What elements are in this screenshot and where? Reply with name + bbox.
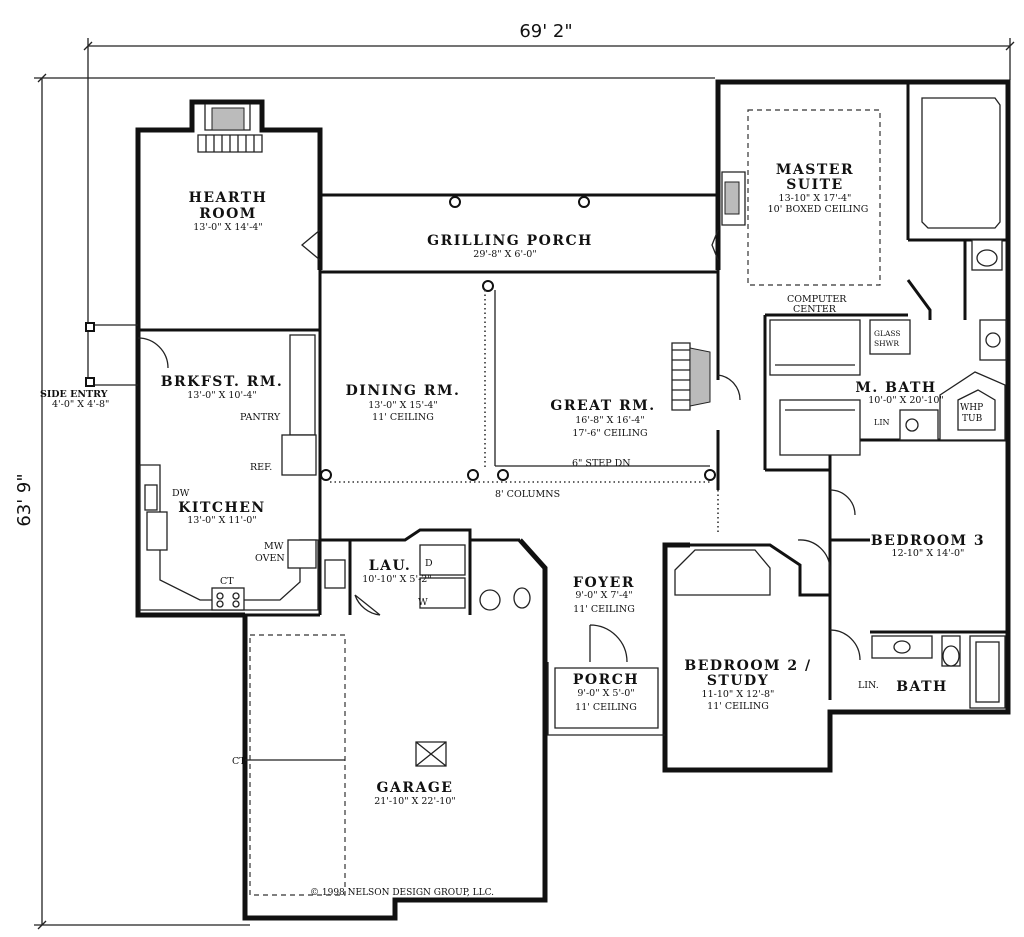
kitchen-counters — [139, 334, 319, 611]
room-labels: HEARTH ROOM 13'-0" X 14'-4" GRILLING POR… — [40, 162, 985, 807]
bedroom3-dims: 12-10" X 14'-0" — [892, 548, 965, 559]
width-dimension: 69' 2" — [519, 21, 572, 42]
glass-shower-label1: GLASS — [874, 329, 901, 338]
glass-shower-label2: SHWR — [874, 339, 899, 348]
side-entry-dims: 4'-0" X 4'-8" — [52, 399, 109, 410]
bedroom2-name2: STUDY — [707, 673, 769, 689]
hearth-room-dims: 13'-0" X 14'-4" — [193, 222, 262, 233]
whp-tub-label2: TUB — [962, 414, 983, 424]
bath-fixtures — [871, 635, 1006, 709]
foyer-name: FOYER — [573, 575, 635, 591]
exterior-walls — [85, 79, 1011, 921]
master-suite-name1: MASTER — [776, 162, 854, 178]
pantry-label: PANTRY — [240, 412, 281, 423]
porch-name: PORCH — [573, 672, 639, 688]
master-linen-label: LIN — [874, 418, 889, 427]
master-suite-name2: SUITE — [786, 177, 843, 193]
linen-label: LIN. — [858, 680, 879, 691]
porch-dims: 9'-0" X 5'-0" — [577, 688, 634, 699]
garage-dims: 21'-10" X 22'-10" — [374, 796, 456, 807]
doors — [137, 229, 861, 663]
great-room-ceiling: 17'-6" CEILING — [572, 428, 647, 439]
bedroom3-name: BEDROOM 3 — [871, 533, 985, 549]
laundry-fixtures — [324, 544, 531, 611]
porch-posts — [320, 196, 716, 481]
mw-label: MW — [264, 541, 284, 552]
grilling-porch-name: GRILLING PORCH — [427, 233, 593, 249]
step-label: 6" STEP DN — [572, 458, 631, 469]
dining-room-ceiling: 11' CEILING — [372, 412, 434, 423]
bath-name: BATH — [896, 679, 948, 695]
laundry-name: LAU. — [369, 558, 412, 574]
garage-ct-label: CT — [232, 756, 246, 767]
breakfast-room-name: BRKFST. RM. — [161, 374, 284, 390]
dining-room-dims: 13'-0" X 15'-4" — [368, 400, 437, 411]
columns-label: 8' COLUMNS — [495, 489, 560, 500]
great-room-name: GREAT RM. — [550, 398, 655, 414]
kitchen-dims: 13'-0" X 11'-0" — [187, 515, 256, 526]
foyer-dims: 9'-0" X 7'-4" — [575, 590, 632, 601]
copyright-text: © 1998 NELSON DESIGN GROUP, LLC. — [310, 888, 494, 898]
bed2-closet — [674, 549, 771, 596]
computer-center-label1: COMPUTER — [787, 294, 847, 305]
master-bath-fixtures — [869, 97, 1007, 441]
garage-details — [245, 634, 447, 896]
great-room-fireplace — [671, 342, 711, 411]
depth-dimension: 63' 9" — [14, 473, 35, 526]
bedroom2-ceiling: 11' CEILING — [707, 701, 769, 712]
dimension-lines: 69' 2" 63' 9" — [14, 21, 1015, 930]
bedroom2-name1: BEDROOM 2 / — [684, 658, 811, 674]
dw-label: DW — [172, 488, 190, 499]
hearth-room-name1: HEARTH — [189, 190, 268, 206]
porch-ceiling: 11' CEILING — [575, 702, 637, 713]
bedroom2-dims: 11-10" X 12'-8" — [702, 689, 775, 700]
kitchen-name: KITCHEN — [178, 500, 265, 516]
master-bath-dims: 10'-0" X 20'-10" — [868, 395, 944, 406]
washer-label: W — [418, 597, 428, 608]
master-bath-name: M. BATH — [855, 380, 936, 396]
side-entry-name: SIDE ENTRY — [40, 389, 108, 400]
foyer-ceiling: 11' CEILING — [573, 604, 635, 615]
oven-label: OVEN — [255, 553, 285, 564]
hearth-room-name2: ROOM — [199, 206, 257, 222]
master-suite-dims: 13-10" X 17'-4" — [779, 193, 852, 204]
computer-center-label2: CENTER — [793, 304, 837, 315]
great-room-dims: 16'-8" X 16'-4" — [575, 415, 644, 426]
master-fireplace — [721, 171, 746, 226]
dining-room-name: DINING RM. — [346, 383, 461, 399]
computer-center — [769, 319, 861, 456]
ref-label: REF. — [250, 462, 272, 473]
ct-label: CT — [220, 576, 234, 587]
whp-tub-label1: WHP — [960, 403, 983, 413]
laundry-dims: 10'-10" X 5'-2" — [362, 574, 431, 585]
columns-lines — [330, 109, 881, 535]
breakfast-room-dims: 13'-0" X 10'-4" — [187, 390, 256, 401]
garage-name: GARAGE — [377, 780, 454, 796]
dryer-label: D — [425, 558, 433, 569]
grilling-porch-dims: 29'-8" X 6'-0" — [473, 249, 536, 260]
interior-walls — [138, 82, 1008, 700]
master-suite-ceiling: 10' BOXED CEILING — [768, 204, 869, 215]
annotations: PANTRY REF. DW MW OVEN CT 6" STEP DN 8' … — [172, 294, 983, 898]
hearth-fireplace — [197, 104, 263, 153]
